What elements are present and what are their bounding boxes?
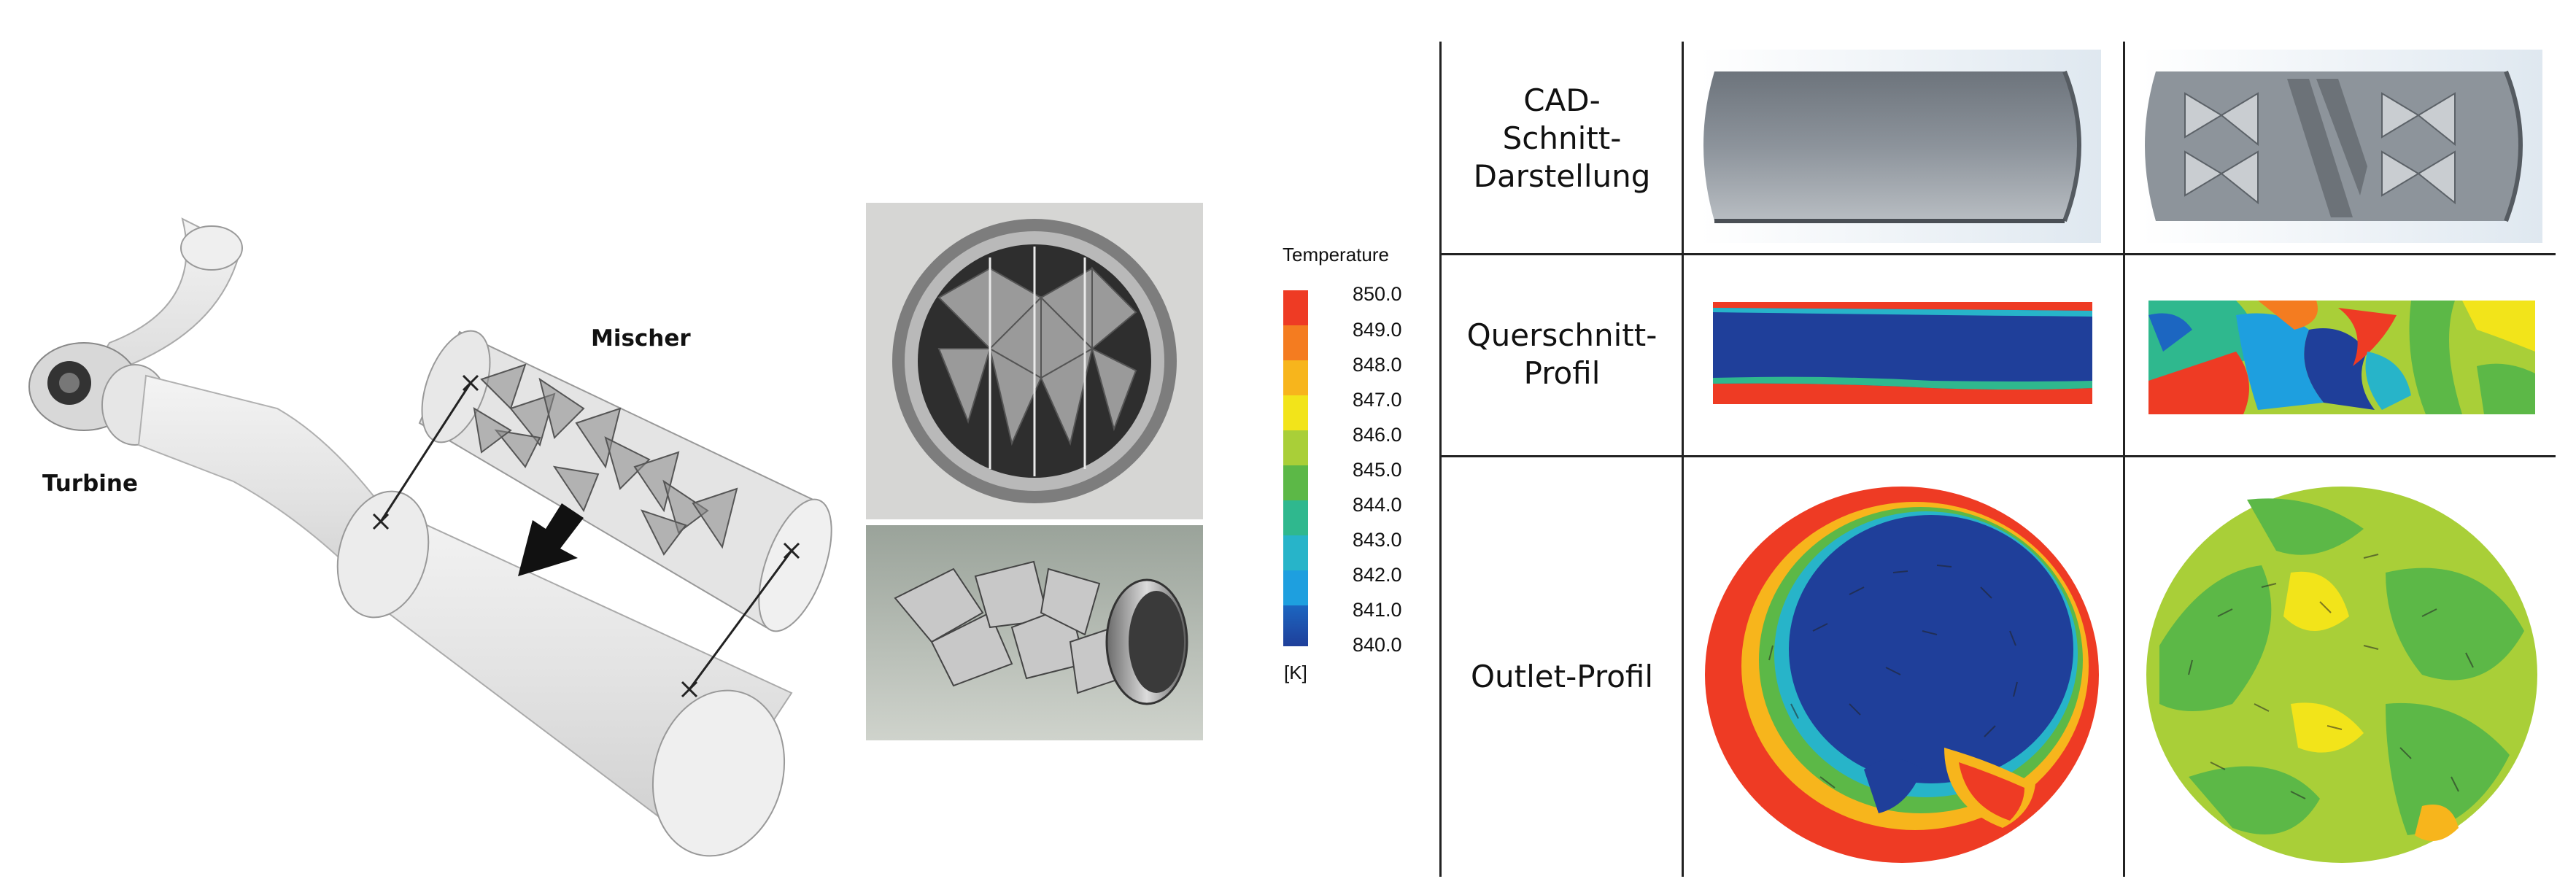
cross-section-profile-empty	[1713, 302, 2092, 404]
table-divider	[1439, 253, 2556, 255]
cad-mixer-pipe	[2141, 50, 2542, 243]
table-divider	[2123, 42, 2125, 877]
outlet-profile-empty	[1705, 487, 2099, 863]
legend-value: 850.0	[1353, 283, 1402, 305]
legend-unit: [K]	[1284, 662, 1307, 683]
table-divider	[1439, 455, 2556, 457]
legend-value: 848.0	[1353, 354, 1402, 376]
temperature-colorbar	[1283, 290, 1308, 646]
cross-section-profile-mixer	[2148, 301, 2535, 414]
mixer-side-photo	[866, 525, 1203, 740]
turbine-label: Turbine	[42, 470, 139, 497]
legend-value: 841.0	[1353, 599, 1402, 621]
outlet-profile-mixer	[2146, 487, 2537, 863]
legend-value: 843.0	[1353, 529, 1402, 551]
table-divider	[1439, 42, 1442, 877]
legend-value: 844.0	[1353, 494, 1402, 516]
legend-value: 845.0	[1353, 459, 1402, 481]
mixer-front-photo	[866, 203, 1203, 519]
legend-title: Temperature	[1283, 244, 1389, 266]
legend-value: 846.0	[1353, 424, 1402, 446]
cad-empty-pipe	[1700, 50, 2101, 243]
legend-value: 847.0	[1353, 389, 1402, 411]
row-label-cross-section: Querschnitt- Profil	[1466, 317, 1658, 391]
mixer-label: Mischer	[591, 325, 691, 352]
legend-value: 849.0	[1353, 319, 1402, 341]
row-label-cad: CAD- Schnitt- Darstellung	[1473, 82, 1651, 194]
row-label-outlet: Outlet-Profil	[1470, 659, 1654, 694]
legend-value: 840.0	[1353, 634, 1402, 656]
legend-value: 842.0	[1353, 564, 1402, 586]
table-divider	[1682, 42, 1684, 877]
exhaust-system-drawing	[28, 217, 832, 857]
